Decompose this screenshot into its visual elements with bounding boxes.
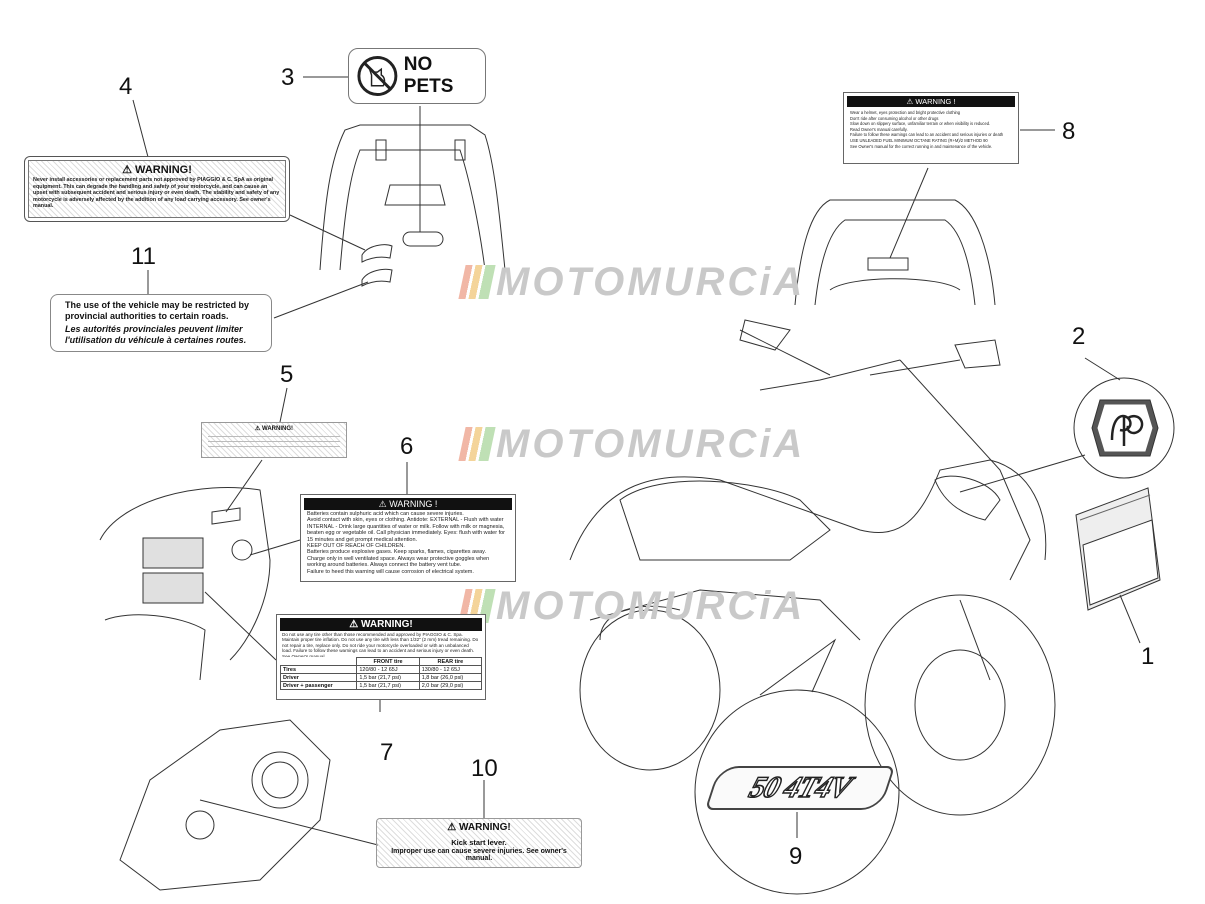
label-10-kick-start-warning: ⚠ WARNING! Kick start lever. Improper us…: [376, 818, 582, 868]
label-10-title: ⚠ WARNING!: [447, 822, 511, 833]
seat-compartment-drawing: [319, 124, 506, 287]
label-6-title: ⚠ WARNING !: [304, 498, 512, 510]
table-row: FRONT tire REAR tire: [281, 657, 483, 666]
label-2-circle: [1073, 377, 1175, 479]
battery-compartment-drawing: [99, 487, 271, 681]
label-4-body: Never install accessories or replacement…: [33, 177, 280, 210]
part-1-bag: [1075, 487, 1161, 611]
leader-5: [279, 387, 288, 423]
table-row: Driver 1,5 bar (21,7 psi) 1,8 bar (26,0 …: [279, 673, 483, 682]
label-10-line-1: Kick start lever.: [451, 838, 507, 847]
callout-9: 9: [789, 843, 802, 870]
watermark-3: MOTOMURCiA: [458, 584, 805, 629]
table-row: Driver + passenger 1,5 bar (21,7 psi) 2,…: [279, 681, 483, 690]
label-9-circle: [694, 689, 900, 895]
label-11-french: Les autorités provinciales peuvent limit…: [65, 324, 247, 345]
label-8-rider-warning: ⚠ WARNING ! Wear a helmet, eyes protecti…: [843, 92, 1019, 164]
label-4-title: ⚠ WARNING!: [122, 164, 192, 176]
leader-4: [132, 99, 149, 158]
label-10-line-2: Improper use can cause severe injuries. …: [391, 848, 567, 862]
watermark-2: MOTOMURCiA: [458, 422, 805, 467]
callout-numbers: 1 2 3 4 5 6 7 8 9 10 11: [119, 64, 1154, 870]
label-7-tire-warning: ⚠ WARNING! Do not use any tire other tha…: [276, 614, 486, 700]
label-6-battery-warning: ⚠ WARNING ! Batteries contain sulphuric …: [300, 494, 516, 582]
label-3-no-pets: NO PETS: [348, 48, 486, 104]
label-8-text: Wear a helmet, eyes protection and brigh…: [850, 110, 1004, 149]
label-7-title: ⚠ WARNING!: [280, 618, 482, 631]
leader-lines: [132, 76, 1141, 846]
label-11-english: The use of the vehicle may be restricted…: [65, 300, 250, 321]
callout-1: 1: [1141, 643, 1154, 670]
label-9-model-badge: 50 4T4V: [704, 766, 896, 810]
label-9-pointer: [759, 638, 837, 696]
model-badge-text: 50 4T4V: [745, 770, 856, 805]
callout-5: 5: [280, 361, 293, 388]
engine-cover-drawing: [119, 719, 331, 891]
watermark-1: MOTOMURCiA: [458, 260, 805, 305]
no-pets-text: NO PETS: [403, 54, 454, 97]
callout-2: 2: [1072, 323, 1085, 350]
scooter-drawing: [569, 319, 1056, 816]
no-pets-icon: [357, 56, 398, 96]
label-7-text: Do not use any tire other than those rec…: [282, 632, 479, 657]
rear-compartment-drawing: [794, 199, 996, 306]
tire-pressure-table: FRONT tire REAR tire Tires 120/80 - 12 6…: [279, 657, 483, 690]
label-8-title: ⚠ WARNING !: [847, 96, 1015, 107]
label-4-accessories-warning: ⚠ WARNING! Never install accessories or …: [24, 156, 290, 222]
leader-1: [1119, 594, 1141, 644]
callout-3: 3: [281, 64, 294, 91]
callout-8: 8: [1062, 118, 1075, 145]
callout-6: 6: [400, 433, 413, 460]
label-11-road-restriction: The use of the vehicle may be restricted…: [50, 294, 272, 352]
label-5-title: ⚠ WARNING!: [254, 426, 294, 432]
callout-11: 11: [131, 243, 156, 270]
label-5-small-warning: ⚠ WARNING!: [201, 422, 347, 458]
callout-4: 4: [119, 73, 132, 100]
callout-7: 7: [380, 739, 393, 766]
leader-2: [959, 454, 1086, 493]
table-row: Tires 120/80 - 12 65J 130/80 - 12 65J: [279, 665, 483, 674]
label-6-text: Batteries contain sulphuric acid which c…: [307, 511, 505, 575]
callout-10: 10: [471, 755, 498, 782]
